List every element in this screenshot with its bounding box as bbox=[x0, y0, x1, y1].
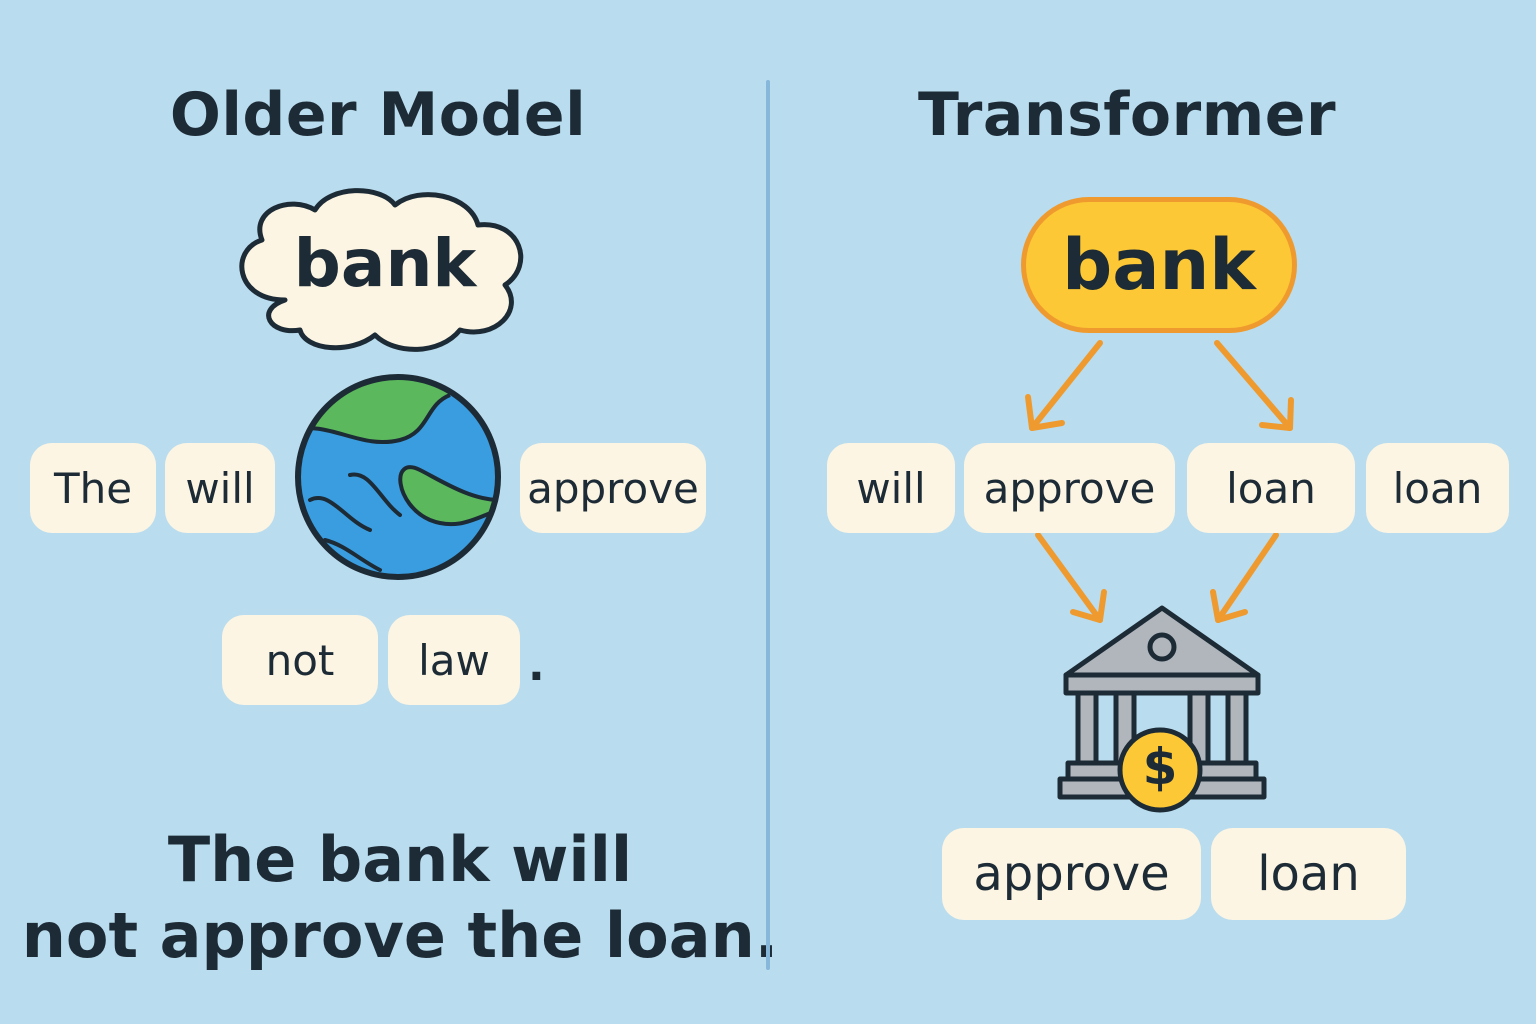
token-law: law bbox=[388, 615, 520, 705]
transformer-heading: Transformer bbox=[917, 80, 1337, 150]
token-approve-result: approve bbox=[942, 828, 1201, 920]
dollar-symbol: $ bbox=[1142, 738, 1178, 796]
token-approve: approve bbox=[520, 443, 706, 533]
example-sentence: The bank will not approve the loan. bbox=[22, 822, 779, 974]
attention-arrows bbox=[1025, 340, 1294, 623]
caption-line-1: The bank will bbox=[167, 823, 633, 896]
focus-word-bank: bank bbox=[1021, 197, 1297, 333]
token-approve: approve bbox=[964, 443, 1175, 533]
cloud-word-bank: bank bbox=[293, 225, 477, 302]
bank-building-dollar-icon bbox=[1057, 605, 1267, 813]
thought-cloud-icon bbox=[239, 188, 524, 352]
token-loan: loan bbox=[1187, 443, 1355, 533]
token-not: not bbox=[222, 615, 378, 705]
token-will: will bbox=[827, 443, 955, 533]
token-loan-2: loan bbox=[1366, 443, 1509, 533]
older-model-heading: Older Model bbox=[169, 80, 587, 150]
token-the: The bbox=[30, 443, 156, 533]
token-will: will bbox=[165, 443, 275, 533]
sentence-period: . bbox=[528, 640, 545, 691]
panel-divider bbox=[766, 80, 770, 970]
caption-line-2: not approve the loan. bbox=[21, 899, 779, 972]
token-loan-result: loan bbox=[1211, 828, 1406, 920]
globe-river-icon bbox=[295, 374, 501, 580]
